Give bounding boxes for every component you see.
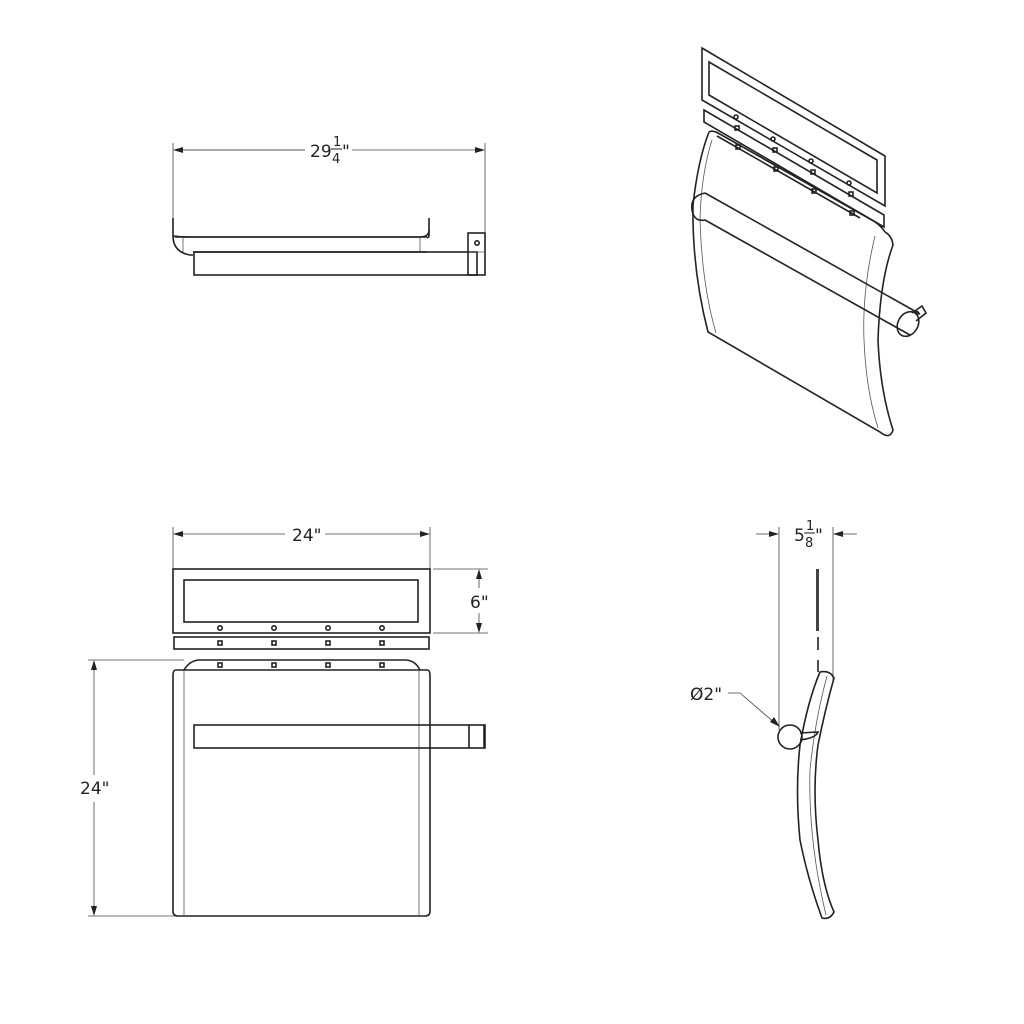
side-depth-whole: 5 bbox=[794, 526, 805, 546]
bracket-height-dimension: 6" bbox=[470, 593, 489, 613]
side-depth-unit: " bbox=[815, 526, 823, 546]
side-view: 5 1 8 " Ø2" bbox=[690, 519, 857, 920]
overall-depth-num: 1 bbox=[333, 135, 341, 150]
front-view: 24" 6" 24" bbox=[80, 526, 489, 917]
isometric-view bbox=[690, 46, 928, 437]
top-view: 29 1 4 " bbox=[172, 135, 486, 276]
side-depth-num: 1 bbox=[806, 519, 814, 534]
overall-depth-unit: " bbox=[342, 142, 350, 162]
overall-depth-den: 4 bbox=[332, 152, 340, 167]
width-dimension: 24" bbox=[292, 526, 321, 546]
side-depth-den: 8 bbox=[805, 536, 813, 551]
overall-depth-whole: 29 bbox=[310, 142, 332, 162]
height-dimension: 24" bbox=[80, 779, 109, 799]
bar-diameter-label: Ø2" bbox=[690, 685, 722, 705]
